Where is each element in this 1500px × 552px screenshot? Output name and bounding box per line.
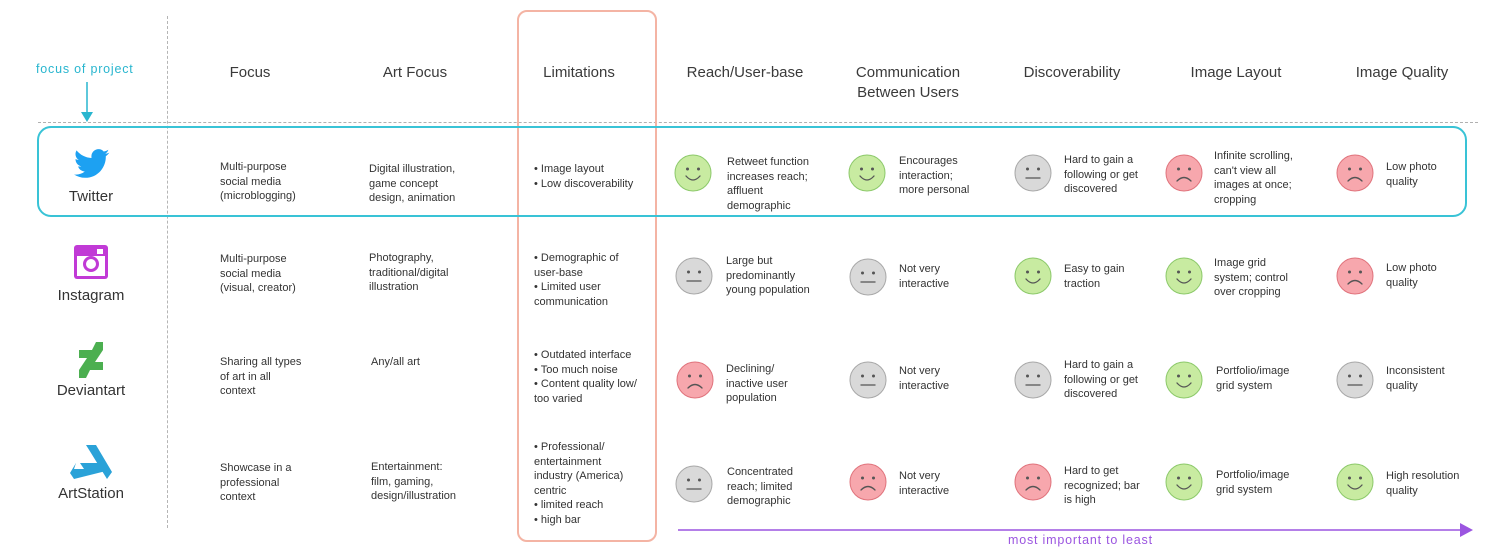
column-header-discoverability: Discoverability [1023, 64, 1121, 81]
platform-name-deviantart: Deviantart [56, 382, 126, 399]
artstation-image-quality-happy-face-icon [1336, 463, 1374, 501]
deviantart-focus: Sharing all types of art in all context [220, 356, 302, 397]
twitter-highlight-box [37, 126, 1467, 217]
instagram-reach-text: Large but predominantly young population [726, 255, 810, 296]
focus-arrow [81, 82, 93, 122]
instagram-reach-neutral-face-icon [675, 257, 713, 295]
instagram-image-layout-happy-face-icon [1165, 257, 1203, 295]
twitter-reach-happy-face-icon [674, 154, 712, 192]
artstation-focus: Showcase in a professional context [220, 462, 292, 503]
importance-arrow [678, 523, 1473, 537]
twitter-discoverability-neutral-face-icon [1014, 154, 1052, 192]
deviantart-communication-neutral-face-icon [849, 361, 887, 399]
artstation-logo-icon [70, 445, 112, 479]
instagram-discoverability-happy-face-icon [1014, 257, 1052, 295]
limitations-highlight-box [517, 10, 657, 542]
artstation-discoverability-sad-face-icon [1014, 463, 1052, 501]
column-header-communication: Communication Between Users [855, 64, 961, 101]
instagram-camera-icon [74, 245, 108, 279]
column-header-art-focus: Art Focus [382, 64, 448, 81]
header-divider [38, 122, 1478, 123]
instagram-image-layout-text: Image grid system; control over cropping [1214, 257, 1288, 298]
instagram-communication-text: Not very interactive [899, 263, 950, 290]
deviantart-reach-sad-face-icon [676, 361, 714, 399]
platform-name-instagram: Instagram [57, 287, 125, 304]
instagram-focus: Multi-purpose social media (visual, crea… [220, 253, 296, 294]
artstation-reach-neutral-face-icon [675, 465, 713, 503]
twitter-discoverability-text: Hard to gain a following or get discover… [1064, 154, 1138, 195]
vertical-divider [167, 16, 168, 528]
deviantart-discoverability-neutral-face-icon [1014, 361, 1052, 399]
deviantart-discoverability-text: Hard to gain a following or get discover… [1064, 359, 1138, 400]
twitter-image-layout-text: Infinite scrolling, can't view all image… [1214, 150, 1293, 206]
deviantart-image-layout-text: Portfolio/image grid system [1216, 365, 1290, 392]
deviantart-limitations: • Outdated interface • Too much noise • … [534, 349, 637, 405]
twitter-image-quality-text: Low photo quality [1386, 161, 1437, 188]
platform-name-artstation: ArtStation [58, 485, 124, 502]
twitter-art-focus: Digital illustration, game concept desig… [369, 163, 456, 204]
column-header-image-layout: Image Layout [1190, 64, 1282, 81]
deviantart-reach-text: Declining/ inactive user population [726, 363, 788, 404]
artstation-image-quality-text: High resolution quality [1386, 470, 1460, 497]
instagram-limitations: • Demographic of user-base • Limited use… [534, 252, 619, 308]
instagram-communication-neutral-face-icon [849, 258, 887, 296]
platform-name-twitter: Twitter [68, 188, 114, 205]
twitter-focus: Multi-purpose social media (microbloggin… [220, 161, 296, 202]
artstation-image-layout-happy-face-icon [1165, 463, 1203, 501]
column-header-image-quality: Image Quality [1355, 64, 1449, 81]
deviantart-logo-icon [79, 342, 103, 378]
artstation-image-layout-text: Portfolio/image grid system [1216, 469, 1290, 496]
twitter-image-layout-sad-face-icon [1165, 154, 1203, 192]
deviantart-art-focus: Any/all art [371, 356, 420, 368]
instagram-image-quality-text: Low photo quality [1386, 262, 1437, 289]
twitter-communication-happy-face-icon [848, 154, 886, 192]
artstation-communication-sad-face-icon [849, 463, 887, 501]
focus-of-project-label: focus of project [36, 62, 134, 76]
instagram-image-quality-sad-face-icon [1336, 257, 1374, 295]
twitter-communication-text: Encourages interaction; more personal [899, 155, 970, 196]
instagram-discoverability-text: Easy to gain traction [1064, 263, 1125, 290]
artstation-discoverability-text: Hard to get recognized; bar is high [1064, 465, 1140, 506]
twitter-reach-text: Retweet function increases reach; afflue… [727, 156, 809, 212]
deviantart-image-quality-text: Inconsistent quality [1386, 365, 1445, 392]
artstation-reach-text: Concentrated reach; limited demographic [727, 466, 794, 507]
artstation-limitations: • Professional/ entertainment industry (… [534, 441, 624, 526]
deviantart-image-quality-neutral-face-icon [1336, 361, 1374, 399]
deviantart-communication-text: Not very interactive [899, 365, 950, 392]
column-header-limitations: Limitations [543, 64, 615, 81]
artstation-art-focus: Entertainment: film, gaming, design/illu… [371, 461, 456, 502]
twitter-bird-icon [74, 149, 110, 178]
column-header-reach: Reach/User-base [686, 64, 804, 81]
deviantart-image-layout-happy-face-icon [1165, 361, 1203, 399]
twitter-image-quality-sad-face-icon [1336, 154, 1374, 192]
instagram-art-focus: Photography, traditional/digital illustr… [369, 252, 449, 293]
most-important-to-least-label: most important to least [1008, 533, 1153, 547]
artstation-communication-text: Not very interactive [899, 470, 950, 497]
twitter-limitations: • Image layout • Low discoverability [534, 163, 634, 190]
column-header-focus: Focus [229, 64, 271, 81]
